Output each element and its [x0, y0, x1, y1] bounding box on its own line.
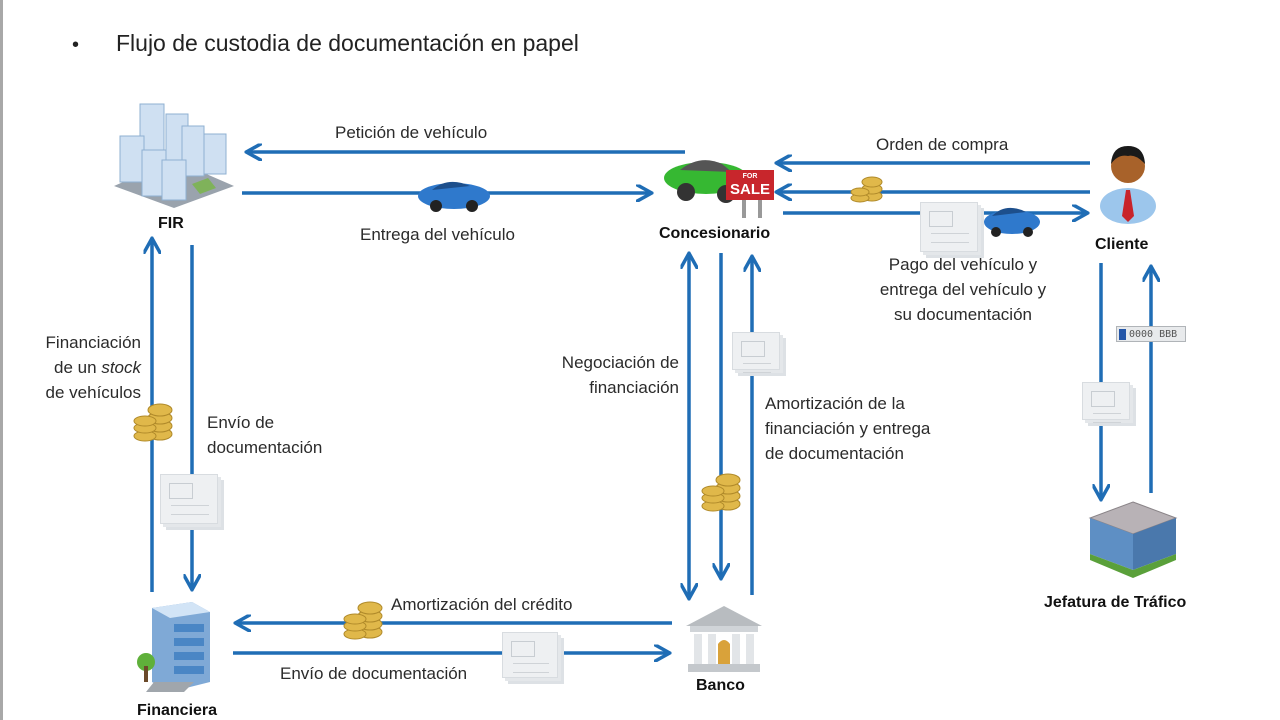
label-pago: Pago del vehículo y entrega del vehículo… — [858, 252, 1068, 327]
node-jefatura-label: Jefatura de Tráfico — [1044, 594, 1187, 611]
label-financiacion-stock: Financiación de un stock de vehículos — [20, 330, 141, 405]
label-pago-line1: Pago del vehículo y — [888, 255, 1038, 274]
label-negociacion-line2: financiación — [589, 378, 679, 397]
car-for-sale-icon: FOR SALE — [660, 148, 780, 218]
blue-car-icon — [984, 207, 1040, 237]
label-amortizacion-financiacion: Amortización de la financiación y entreg… — [765, 391, 930, 466]
label-financiacion-em: stock — [101, 358, 141, 377]
office-tower-icon — [137, 602, 210, 692]
node-cliente-label: Cliente — [1095, 236, 1149, 253]
sign-for-text: FOR — [742, 173, 758, 180]
node-fir-label: FIR — [158, 215, 184, 232]
document-icon — [732, 332, 780, 373]
bank-icon — [686, 606, 762, 672]
label-envio-doc-fir-line2: documentación — [207, 438, 323, 457]
coins-icon — [701, 473, 741, 512]
office-buildings-icon — [114, 103, 234, 208]
label-amortizacion-fin-line3: de documentación — [765, 444, 904, 463]
label-peticion: Petición de vehículo — [335, 123, 488, 142]
slide-title-text: Flujo de custodia de documentación en pa… — [116, 30, 579, 56]
coins-icon — [343, 601, 383, 640]
bullet-icon: • — [72, 34, 80, 56]
label-pago-line2: entrega del vehículo y — [879, 280, 1047, 299]
document-icon — [920, 202, 978, 252]
label-envio-doc-fir-line1: Envío de — [207, 413, 275, 432]
person-icon — [1100, 146, 1156, 224]
label-financiacion-line3: de vehículos — [45, 383, 141, 402]
label-envio-doc-banco: Envío de documentación — [280, 664, 468, 683]
document-icon — [1082, 382, 1130, 423]
label-orden-compra: Orden de compra — [876, 135, 1009, 154]
label-amortizacion-fin-line1: Amortización de la — [765, 394, 905, 413]
label-financiacion-pre: de un — [54, 358, 102, 377]
label-pago-line3: su documentación — [894, 305, 1032, 324]
label-amortizacion-fin-line2: financiación y entrega — [765, 419, 931, 438]
label-negociacion-line1: Negociación de — [561, 353, 679, 372]
label-amortizacion-credito: Amortización del crédito — [391, 595, 573, 614]
node-banco-label: Banco — [696, 677, 745, 694]
label-entrega-vehiculo: Entrega del vehículo — [360, 225, 515, 244]
label-envio-doc-fir: Envío de documentación — [207, 410, 322, 460]
label-negociacion: Negociación de financiación — [530, 350, 679, 400]
node-concesionario-label: Concesionario — [659, 225, 771, 242]
slide-title: • Flujo de custodia de documentación en p… — [72, 30, 579, 57]
label-financiacion-line2: de un stock — [20, 355, 141, 380]
document-icon — [502, 632, 558, 678]
document-icon — [160, 474, 218, 524]
label-financiacion-line1: Financiación — [45, 333, 141, 352]
coins-icon — [850, 176, 883, 203]
node-financiera-label: Financiera — [137, 702, 218, 719]
sign-sale-text: SALE — [729, 181, 770, 198]
license-plate-icon: 0000 BBB — [1116, 326, 1186, 342]
coins-icon — [133, 403, 173, 442]
slide-left-border — [0, 0, 3, 720]
government-building-icon — [1088, 501, 1178, 578]
blue-car-icon — [418, 181, 490, 212]
